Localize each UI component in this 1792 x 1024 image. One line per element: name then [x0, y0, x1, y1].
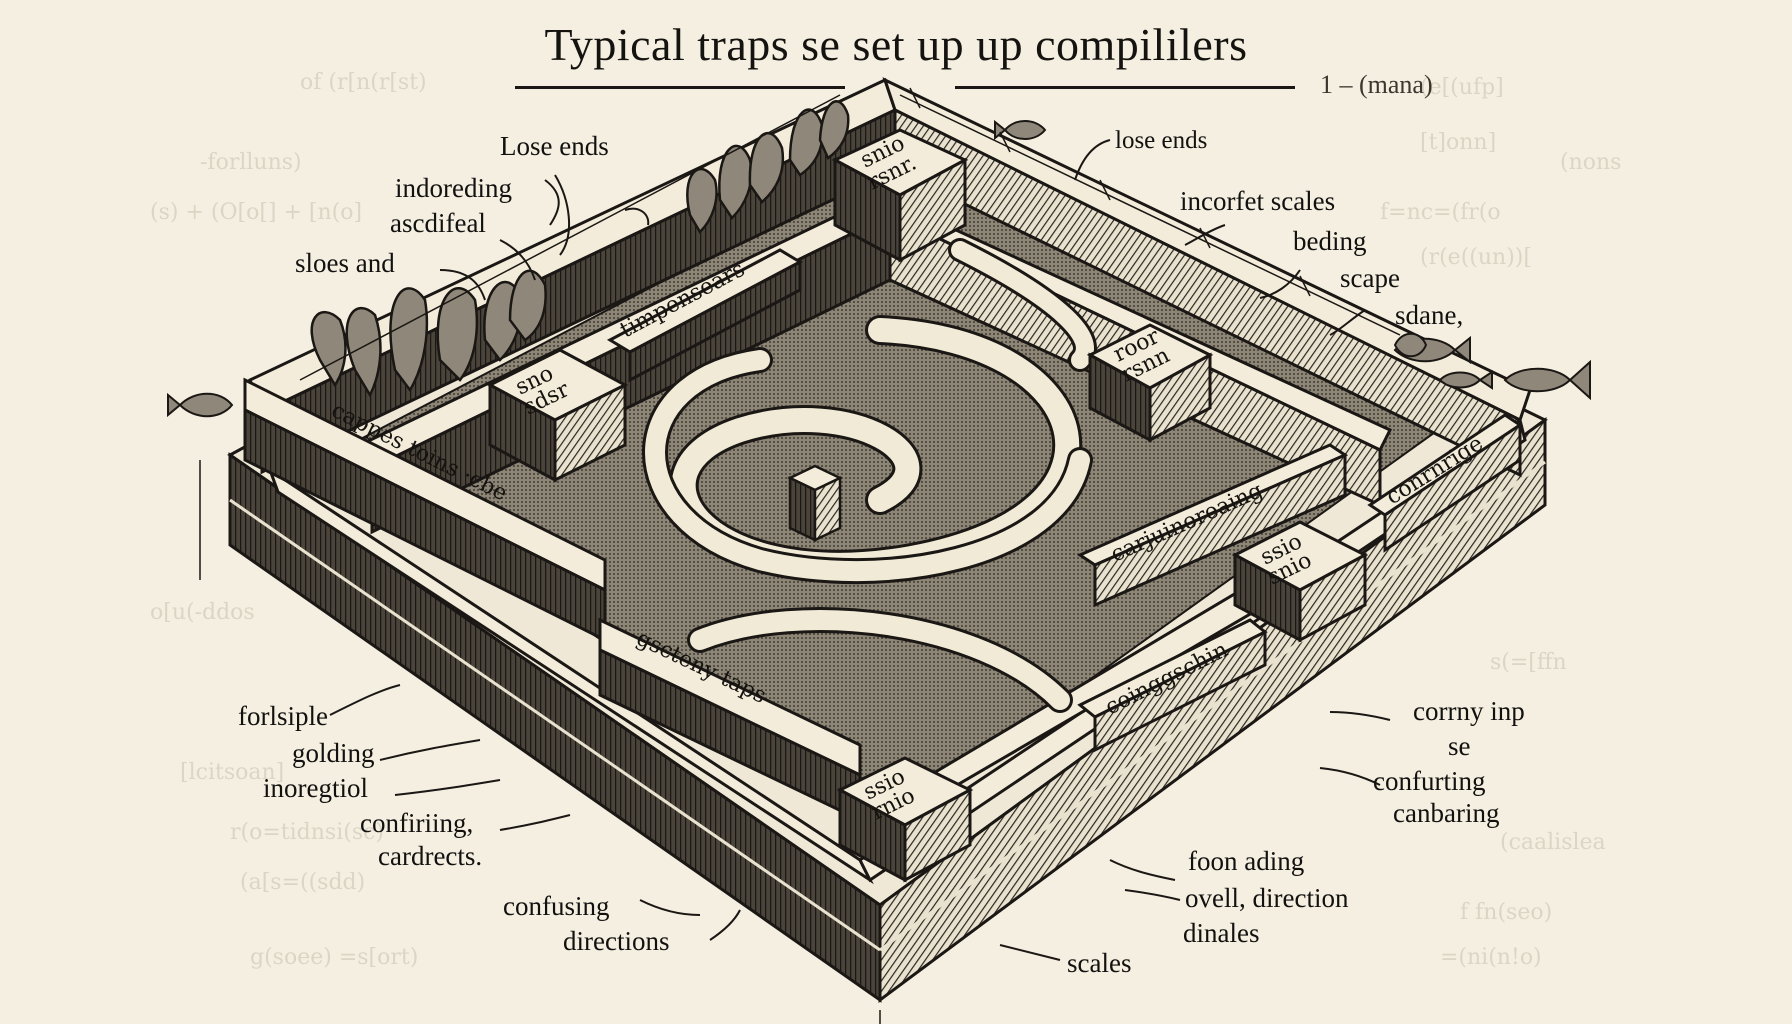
fish-icon — [1503, 359, 1591, 401]
leader-lines — [329, 139, 1391, 961]
ghost-scribble: (e[(ufp] — [1420, 75, 1504, 100]
claws-left — [310, 269, 547, 398]
fish-icon — [167, 392, 234, 418]
label-sloes-and: sloes and — [295, 248, 395, 278]
label-forlsiple: forlsiple — [238, 701, 328, 731]
ghost-scribble: s(=[ffn — [1490, 650, 1567, 675]
label-foon-ading: foon ading — [1188, 846, 1305, 876]
ghost-scribble: o[u(-ddos — [150, 600, 255, 625]
label-directions: directions — [563, 926, 670, 956]
label-sdane: sdane, — [1395, 300, 1464, 330]
label-lose-ends-right: lose ends — [1115, 127, 1208, 154]
ghost-scribble: [lcitsoan] — [180, 760, 285, 785]
block-bottom: ssio rnio — [836, 756, 974, 883]
fish-icon — [1393, 332, 1428, 358]
block-right: roor rsnn — [1086, 323, 1214, 443]
claws-top — [686, 100, 850, 235]
label-scape: scape — [1340, 263, 1400, 293]
label-scales: scales — [1067, 948, 1132, 978]
ghost-scribble: of (r[n(r[st) — [300, 70, 427, 95]
label-confiriing: confiriing, — [360, 808, 474, 838]
spiral-path — [642, 238, 1097, 713]
ghost-scribble: (r(e((un))[ — [1420, 245, 1532, 270]
label-ovell-direction: ovell, direction — [1185, 883, 1349, 913]
corner-mark: 1 – (mana) — [1320, 70, 1433, 99]
label-beding: beding — [1293, 226, 1367, 256]
label-corrny-inp: corrny inp — [1413, 696, 1525, 726]
fish-icon — [994, 119, 1047, 141]
ghost-scribble: r(o=tidnsi(sc) — [230, 820, 385, 845]
label-confurting: confurting — [1373, 766, 1486, 796]
ghost-scribble: -forlluns) — [200, 150, 302, 175]
ghost-scribble: [t]onn] — [1420, 130, 1497, 155]
ghost-scribble: (a[s=((sdd) — [240, 870, 366, 895]
label-confusing: confusing — [503, 891, 610, 921]
ghost-scribble: (nons — [1560, 150, 1622, 175]
block-left: sno sdsr — [486, 348, 629, 483]
center-pillar — [787, 464, 843, 542]
label-canbaring: canbaring — [1393, 798, 1500, 828]
label-dinales: dinales — [1183, 918, 1260, 948]
ghost-scribble: =(ni(n!o) — [1440, 945, 1542, 970]
ghost-scribble: (caalislea — [1500, 830, 1606, 855]
diagram-title: Typical traps se set up up compililers — [544, 19, 1248, 70]
dimension-line — [199, 87, 1401, 1024]
title-underline — [515, 86, 845, 89]
block-top: snio rsnr. — [831, 128, 969, 263]
label-ascdifeal: ascdifeal — [390, 208, 486, 238]
ghost-scribble: g(soee) =s[ort) — [250, 945, 419, 970]
label-cardrects: cardrects. — [378, 841, 483, 871]
fish-icon — [1438, 370, 1493, 390]
title-underline — [955, 86, 1295, 89]
label-inoregtiol: inoregtiol — [263, 773, 368, 803]
label-indoreding: indoreding — [395, 173, 512, 203]
ghost-scribble: (s) + (O[o[] + [n(o] — [150, 200, 363, 225]
label-golding: golding — [292, 738, 375, 768]
label-incorfet-scales: incorfet scales — [1180, 186, 1336, 216]
label-lose-ends-left: Lose ends — [500, 131, 609, 161]
ghost-scribble: f=nc=(fr(o — [1380, 200, 1501, 225]
label-se: se — [1448, 731, 1471, 761]
ghost-scribble: f fn(seo) — [1460, 900, 1553, 925]
